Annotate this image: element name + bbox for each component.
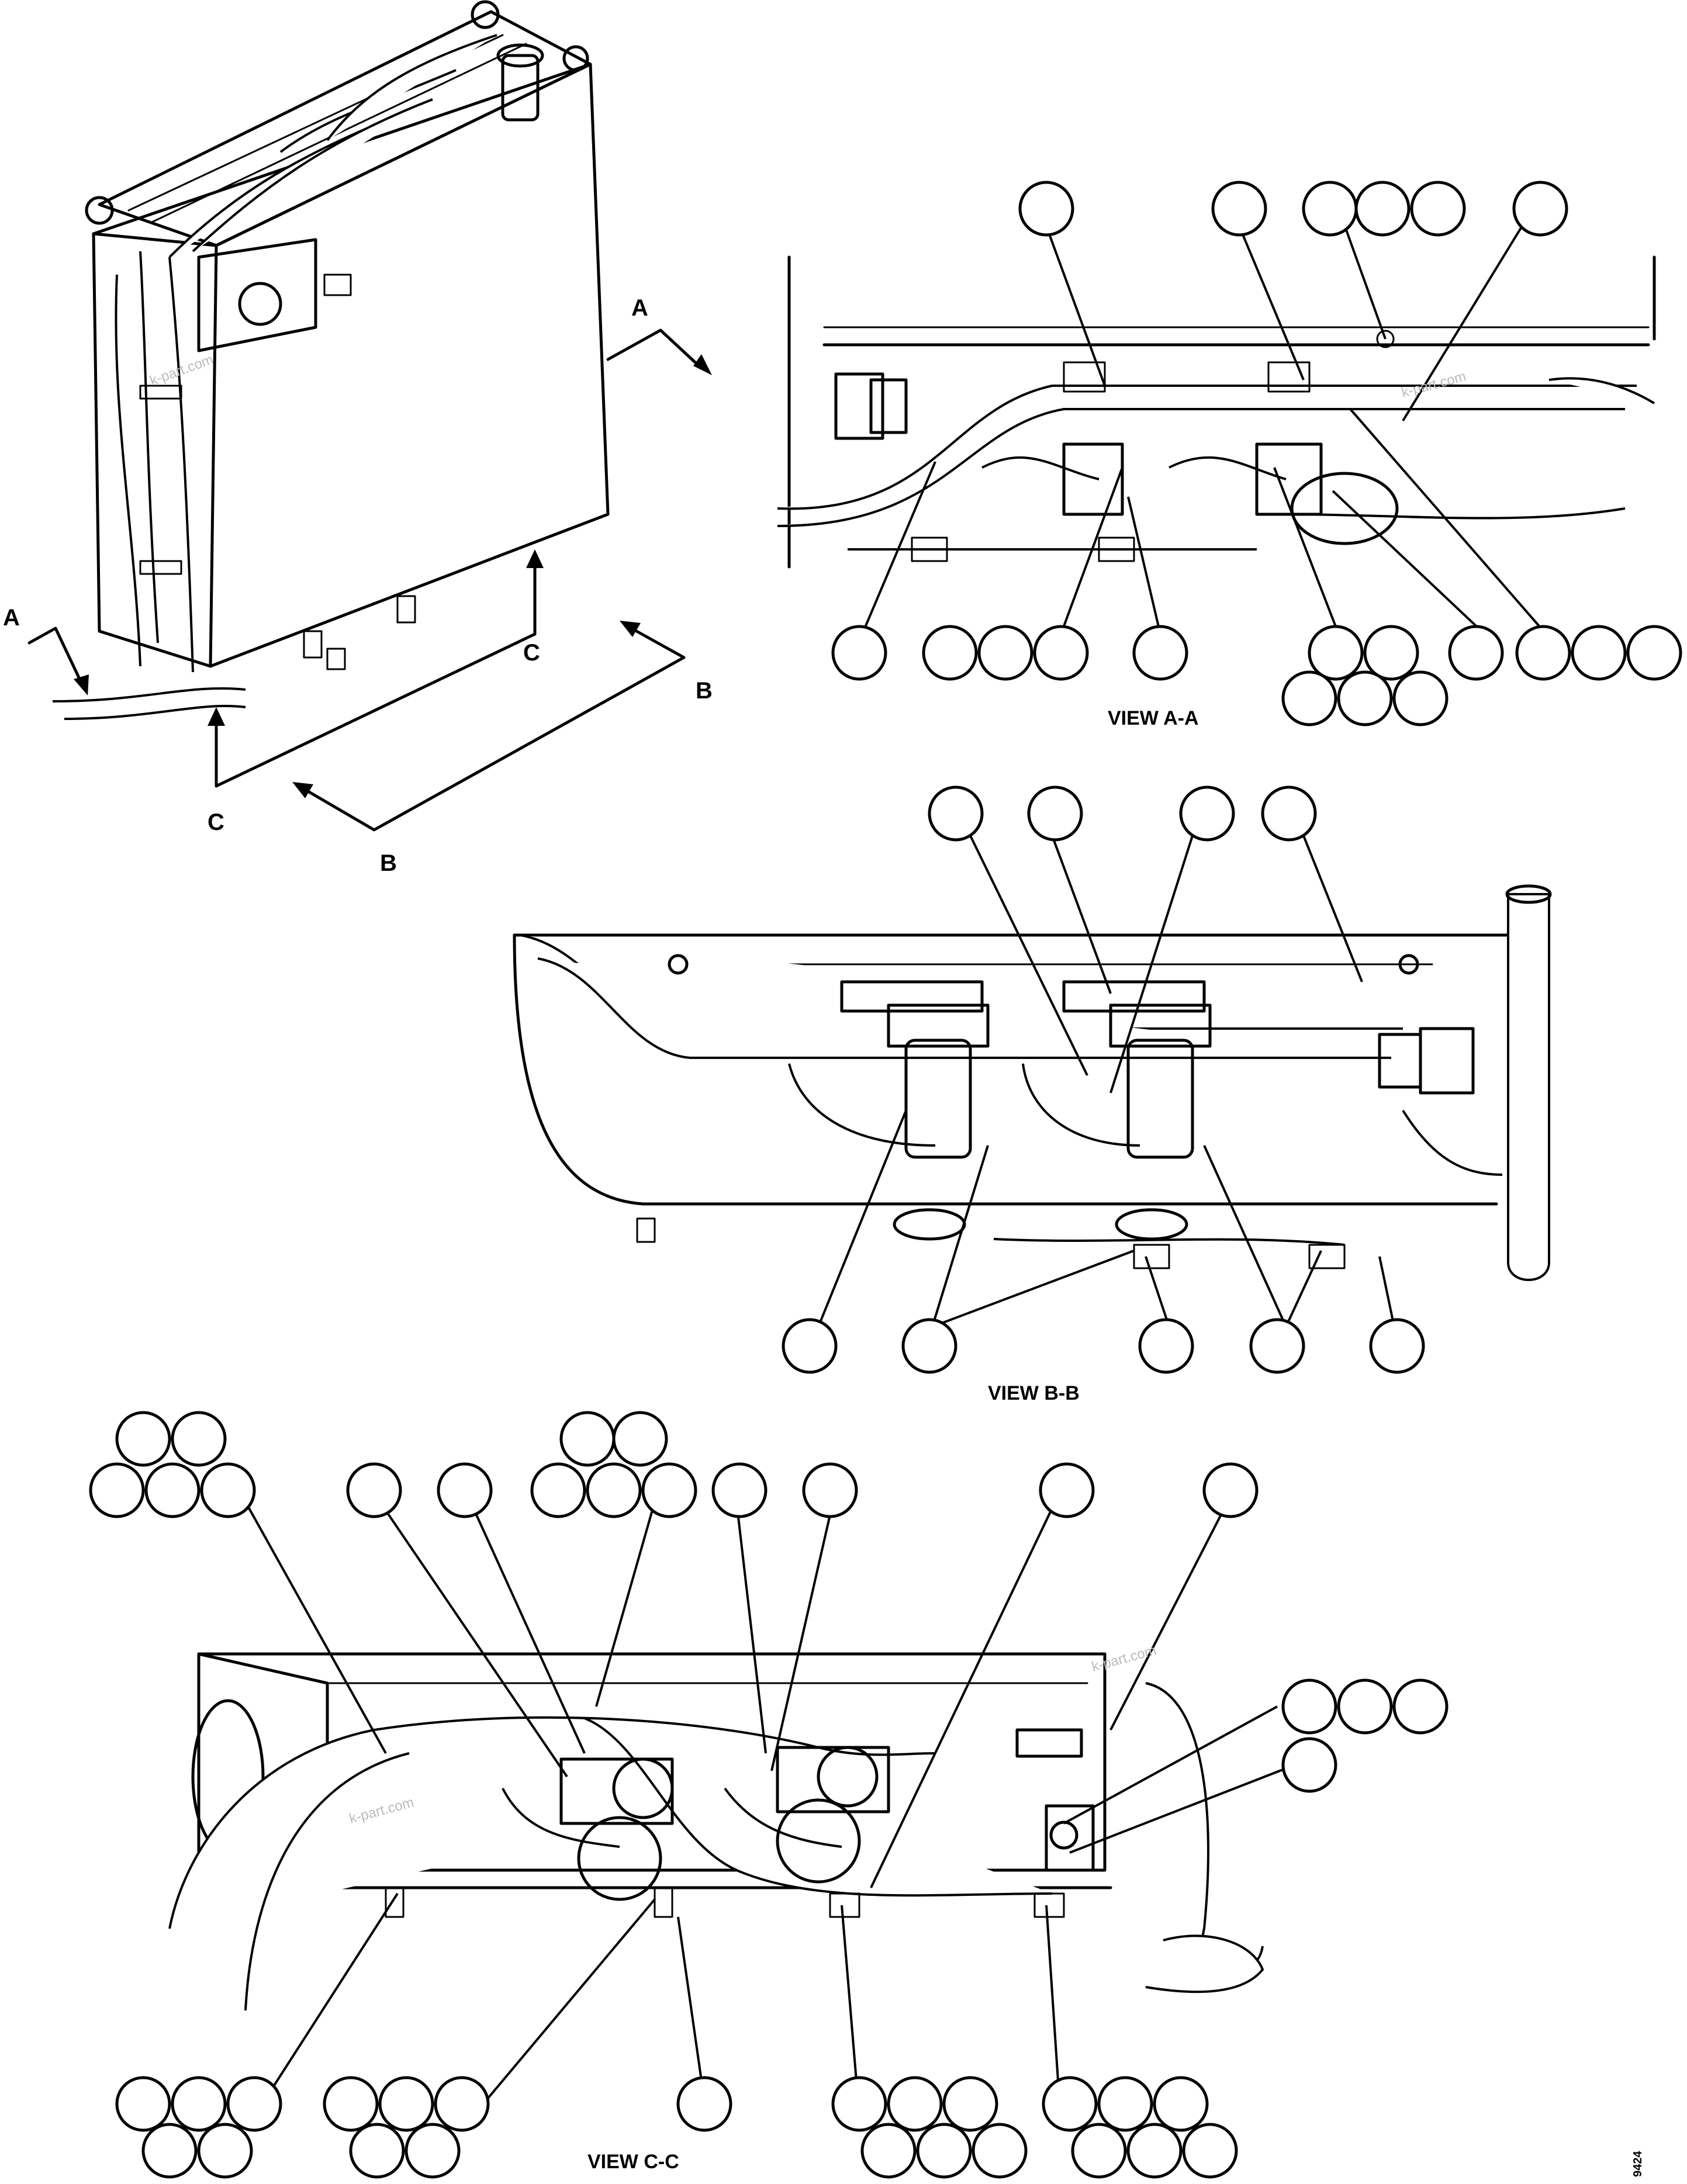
view-c-c-title: VIEW C-C xyxy=(587,2151,679,2173)
section-label-a-left: A xyxy=(3,605,20,631)
view-c-c: VIEW C-C xyxy=(89,1411,1449,2179)
section-label-b-right: B xyxy=(696,678,713,704)
doc-id: 9424 xyxy=(1631,2151,1644,2177)
view-a-a-title: VIEW A-A xyxy=(1108,707,1199,729)
section-label-c-lower: C xyxy=(208,809,224,835)
section-arrows: A A C C B B xyxy=(3,295,713,876)
watermark-1: k-part.com xyxy=(148,351,216,389)
radiator-assembly-iso xyxy=(52,0,610,720)
section-label-a-top: A xyxy=(631,295,648,321)
view-b-b-title: VIEW B-B xyxy=(988,1382,1080,1404)
section-label-b-bottom: B xyxy=(380,850,397,876)
watermark-4: k-part.com xyxy=(1090,1642,1158,1674)
view-b-b: VIEW B-B xyxy=(513,785,1552,1404)
view-a-a: VIEW A-A xyxy=(777,181,1682,729)
section-label-c-upper: C xyxy=(523,640,540,666)
